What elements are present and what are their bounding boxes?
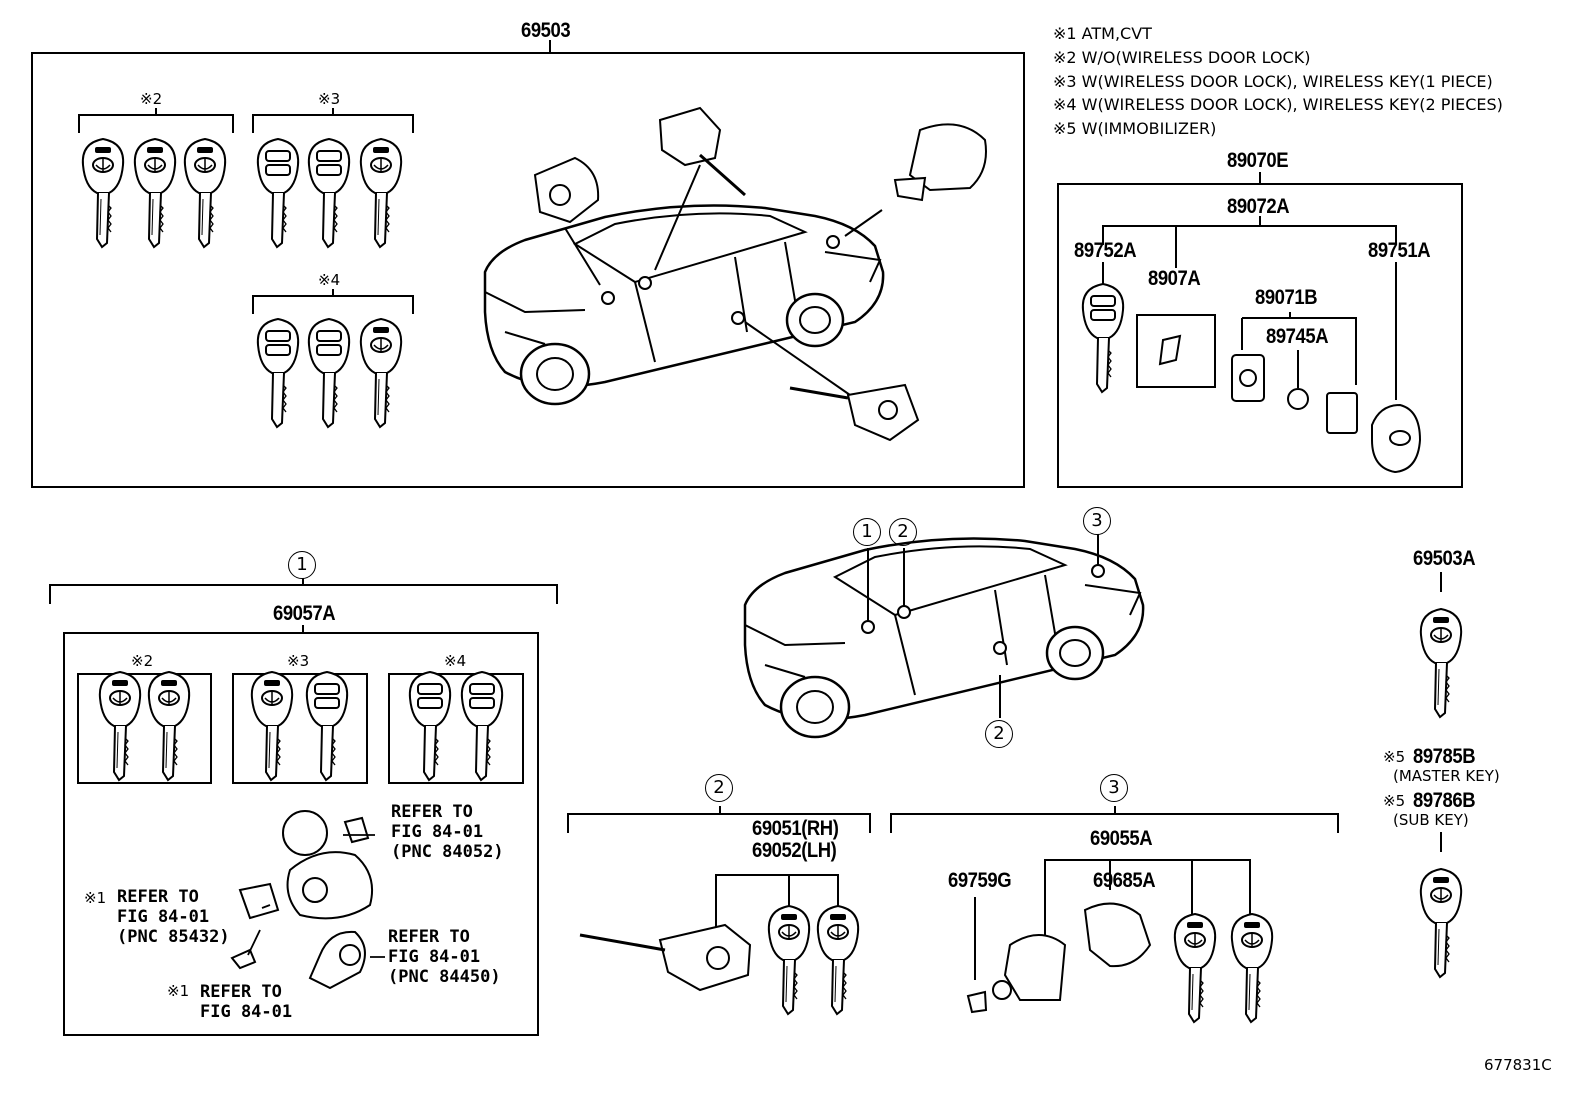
- key-icon: [256, 138, 300, 248]
- part-89752A: 89752A: [1074, 239, 1137, 262]
- part-89745A: 89745A: [1266, 325, 1329, 348]
- note-1: ※1 ATM,CVT: [1053, 24, 1152, 43]
- mark-4-sec1: ※4: [444, 652, 467, 670]
- callout-1-car: 1: [853, 518, 881, 546]
- callout-1-section: 1: [288, 551, 316, 579]
- mark-5-a: ※5: [1383, 748, 1406, 766]
- part-69685A: 69685A: [1093, 869, 1156, 892]
- note-3: ※3 W(WIRELESS DOOR LOCK), WIRELESS KEY(1…: [1053, 72, 1493, 91]
- part-89751A: 89751A: [1368, 239, 1431, 262]
- key-icon: [1081, 283, 1125, 393]
- callout-3-car: 3: [1083, 507, 1111, 535]
- car-middle-illustration: [743, 537, 1145, 739]
- callout-3-section: 3: [1100, 774, 1128, 802]
- part-89786B: 89786B: [1413, 789, 1476, 812]
- bracket-section2: [567, 806, 871, 833]
- bracket-section3: [890, 806, 1339, 833]
- mark-2-top: ※2: [140, 90, 163, 108]
- key-icon: [183, 138, 227, 248]
- mark-1-a: ※1: [84, 889, 107, 907]
- key-icon: [1419, 868, 1463, 978]
- mark-3-top: ※3: [318, 90, 341, 108]
- part-69051: 69051(RH): [752, 817, 839, 840]
- bracket-section1: [49, 578, 558, 604]
- refer-to-85432: REFER TO FIG 84-01 (PNC 85432): [117, 887, 230, 947]
- car-top-illustration: [483, 204, 885, 406]
- key-icon: [133, 138, 177, 248]
- figure-id: 677831C: [1484, 1056, 1552, 1074]
- callout-2-section: 2: [705, 774, 733, 802]
- bracket-m3-top: [252, 108, 414, 133]
- callout-2-car-door: 2: [985, 720, 1013, 748]
- part-89072A: 89072A: [1227, 195, 1290, 218]
- transponder-box: [1136, 314, 1216, 388]
- ignition-switch-icon: [533, 106, 987, 442]
- part-69503: 69503: [521, 19, 571, 42]
- key-icon: [408, 671, 452, 781]
- part-69057A: 69057A: [273, 602, 336, 625]
- key-icon: [460, 671, 504, 781]
- refer-to-84052: REFER TO FIG 84-01 (PNC 84052): [391, 802, 504, 862]
- part-69055A: 69055A: [1090, 827, 1153, 850]
- key-icon: [359, 138, 403, 248]
- note-4: ※4 W(WIRELESS DOOR LOCK), WIRELESS KEY(2…: [1053, 95, 1503, 114]
- box-69503: [31, 52, 1025, 488]
- refer-to-84450: REFER TO FIG 84-01 (PNC 84450): [388, 927, 501, 987]
- key-icon: [359, 318, 403, 428]
- key-icon: [307, 138, 351, 248]
- key-icon: [1173, 913, 1217, 1023]
- key-icon: [1230, 913, 1274, 1023]
- mark-1-b: ※1: [167, 982, 190, 1000]
- key-icon: [767, 905, 811, 1015]
- key-icon: [81, 138, 125, 248]
- wireless-key-icon: [1371, 403, 1422, 474]
- key-icon: [98, 671, 142, 781]
- master-key-label: (MASTER KEY): [1393, 767, 1500, 785]
- door-lock-cylinder-icon: [579, 923, 752, 992]
- bracket-m2-top: [78, 108, 234, 133]
- key-icon: [147, 671, 191, 781]
- part-89070E: 89070E: [1227, 149, 1289, 172]
- key-icon: [307, 318, 351, 428]
- part-69052: 69052(LH): [752, 839, 837, 862]
- note-5: ※5 W(IMMOBILIZER): [1053, 119, 1217, 138]
- note-2: ※2 W/O(WIRELESS DOOR LOCK): [1053, 48, 1311, 67]
- mark-4-top: ※4: [318, 271, 341, 289]
- mark-5-b: ※5: [1383, 792, 1406, 810]
- part-69759G: 69759G: [948, 869, 1012, 892]
- key-icon: [256, 318, 300, 428]
- trunk-lock-icon: [966, 902, 1152, 1014]
- part-89071B: 89071B: [1255, 286, 1318, 309]
- key-icon: [1419, 608, 1463, 718]
- lock-cylinder-icon: [230, 810, 374, 990]
- box-69057A: [63, 632, 539, 1036]
- part-89785B: 89785B: [1413, 745, 1476, 768]
- key-icon: [305, 671, 349, 781]
- mark-2-sec1: ※2: [131, 652, 154, 670]
- mark-3-sec1: ※3: [287, 652, 310, 670]
- part-8907A: 8907A: [1148, 267, 1201, 290]
- key-icon: [816, 905, 860, 1015]
- refer-to-fig: REFER TO FIG 84-01: [200, 982, 293, 1022]
- part-69503A: 69503A: [1413, 547, 1476, 570]
- key-icon: [250, 671, 294, 781]
- callout-2-car: 2: [889, 518, 917, 546]
- sub-key-label: (SUB KEY): [1393, 811, 1469, 829]
- bracket-m4-top: [252, 289, 414, 314]
